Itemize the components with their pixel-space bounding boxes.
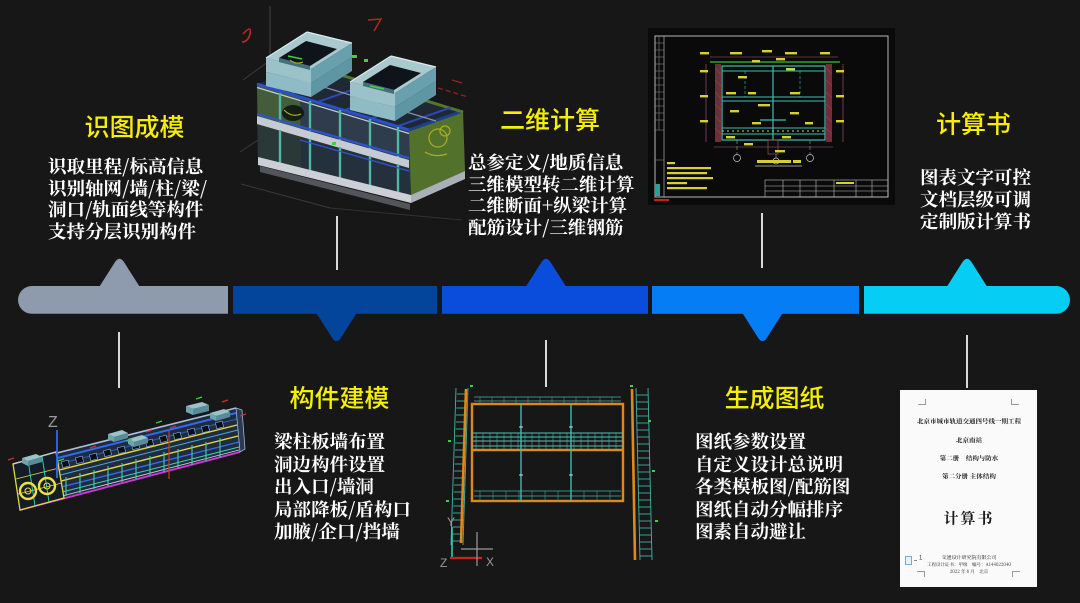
- doc-title: 计算书: [943, 506, 994, 528]
- section-text-jisuanshu: 图表文字可控 文档层级可调 定制版计算书: [920, 164, 1032, 234]
- connector-line-3: [545, 340, 547, 387]
- page-icon-dash: [914, 560, 917, 561]
- doc-volume-line: 第二册 结构与防水: [939, 453, 998, 463]
- section-title-shitu-chengmo: 识图成模: [84, 108, 185, 144]
- page-icon: [905, 556, 912, 565]
- roof-shaft-1: [265, 31, 353, 97]
- section-text-goujian-jianmo: 梁柱板墙布置 洞边构件设置 出入口/墙洞 局部降板/盾构口 加腋/企口/挡墙: [274, 428, 411, 544]
- doc-date-line: 2022 年 6 月 北京: [949, 568, 988, 575]
- section-title-goujian-jianmo: 构件建模: [289, 379, 390, 415]
- connector-line-5: [966, 335, 968, 388]
- ucs-axis-icon: Y X Z: [440, 515, 494, 570]
- section-title-erwei-jisuan: 二维计算: [499, 101, 600, 137]
- doc-cert-line: 工程设计证书：甲级 编号：A144022040: [926, 561, 1011, 568]
- connector-line-1: [118, 332, 120, 388]
- section-title-shengcheng-tuzhi: 生成图纸: [724, 379, 825, 415]
- doc-subvolume-line: 第二分册 主体结构: [941, 471, 996, 481]
- section-text-shitu-chengmo: 识取里程/标高信息 识别轴网/墙/柱/梁/ 洞口/轨面线等构件 支持分层识别构件: [48, 153, 208, 244]
- corner-mark-br: [1012, 571, 1020, 577]
- axis-z2-label: Z: [440, 556, 447, 570]
- page-marker: 1: [919, 554, 923, 561]
- timeline-segment-5: [864, 258, 1070, 314]
- iso-building-model-image: [239, 6, 469, 221]
- cad-drawing-sheet-image: [648, 28, 895, 205]
- section-text-shengcheng-tuzhi: 图纸参数设置 自定义设计总说明 各类模板图/配筋图 图纸自动分幅排序 图素自动避…: [695, 428, 851, 544]
- cross-section-drawing-image: Y X Z: [440, 385, 658, 570]
- timeline-segment-3: [442, 258, 648, 314]
- corner-mark-tr: [1011, 399, 1019, 405]
- axis-x-label: X: [486, 555, 494, 569]
- section-title-jisuanshu: 计算书: [935, 105, 1011, 141]
- connector-line-2: [336, 216, 338, 270]
- timeline-segment-2: [233, 286, 437, 342]
- axis-y-label: Y: [447, 515, 455, 529]
- roof-shafts: [22, 402, 230, 466]
- connector-line-4: [761, 213, 763, 268]
- axis-z-label: Z: [48, 414, 58, 431]
- timeline-segment-1: [18, 258, 229, 314]
- section-text-erwei-jisuan: 总参定义/地质信息 三维模型转二维计算 二维断面+纵梁计算 配筋设计/三维钢筋: [468, 149, 635, 240]
- corner-mark-bl: [917, 571, 925, 577]
- roof-shaft-2: [349, 55, 437, 121]
- report-document-page: 北京市城市轨道交通四号线一期工程 北京南站 第二册 结构与防水 第二分册 主体结…: [900, 390, 1037, 587]
- doc-station-line: 北京南站: [955, 435, 982, 445]
- timeline-segment-4: [652, 286, 859, 342]
- doc-project-line: 北京市城市轨道交通四号线一期工程: [916, 416, 1021, 426]
- timeline-band: [18, 258, 1070, 342]
- doc-company-line: 交通设计研究院有限公司: [941, 553, 996, 561]
- long-station-model-image: Z: [7, 396, 247, 511]
- corner-mark-tl: [918, 399, 926, 405]
